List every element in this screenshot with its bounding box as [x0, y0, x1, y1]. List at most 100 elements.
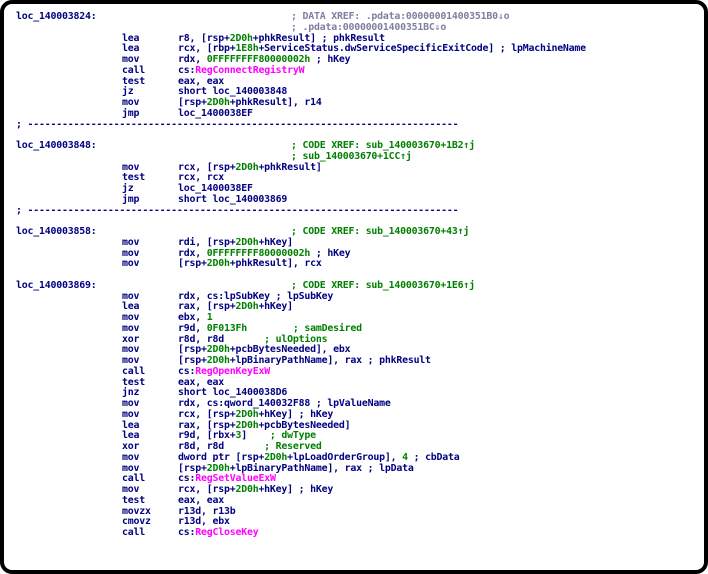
operand-token: r13d, r13b [178, 505, 236, 517]
operands[interactable]: rcx, [rbp+1E8h+ServiceStatus.dwServiceSp… [178, 43, 586, 55]
operands[interactable]: r13d, ebx [178, 516, 230, 528]
xref-comment[interactable]: ; CODE XREF: sub_140003670+1B2↑j [291, 140, 475, 152]
xref-comment[interactable]: ; DATA XREF: .pdata:00000001400351B0⇓o [291, 11, 510, 23]
mnemonic[interactable]: mov [122, 344, 140, 356]
instruction-line: call cs:RegOpenKeyExW [16, 365, 696, 378]
mnemonic[interactable]: mov [122, 398, 140, 409]
mnemonic[interactable]: lea [122, 43, 140, 55]
operands[interactable]: loc_1400038EF [178, 183, 253, 195]
operands[interactable]: short loc_140003848 [178, 86, 287, 98]
operands[interactable]: rax, [rsp+2D0h+pcbBytesNeeded] [178, 420, 351, 432]
mnemonic[interactable]: jmp [122, 193, 140, 205]
mnemonic[interactable]: mov [122, 355, 140, 366]
operand-token: eax, eax [178, 494, 224, 506]
instruction-line: mov dword ptr [rsp+2D0h+lpLoadOrderGroup]… [16, 451, 696, 464]
operands[interactable]: ebx, 1 [178, 312, 213, 324]
mnemonic[interactable]: jz [122, 183, 134, 194]
mnemonic[interactable]: call [122, 527, 145, 538]
mnemonic[interactable]: call [122, 64, 145, 76]
mnemonic[interactable]: xor [122, 441, 140, 452]
operands[interactable]: rdx, 0FFFFFFFF80000002h ; hKey [178, 54, 351, 66]
operands[interactable]: rdx, cs:qword_140032F88 ; lpValueName [178, 398, 391, 410]
operands[interactable]: r9d, [rbx+3] ; dwType [178, 430, 316, 442]
mnemonic[interactable]: call [122, 365, 145, 377]
xref-comment[interactable]: ; CODE XREF: sub_140003670+1E6↑j [291, 280, 475, 292]
mnemonic[interactable]: mov [122, 312, 140, 323]
operands[interactable]: eax, eax [178, 494, 224, 507]
mnemonic[interactable]: test [122, 75, 145, 87]
operands[interactable]: cs:RegSetValueExW [178, 473, 276, 485]
mnemonic[interactable]: mov [122, 462, 140, 474]
mnemonic[interactable]: lea [122, 32, 140, 44]
mnemonic[interactable]: test [122, 494, 145, 506]
operands[interactable]: r8, [rsp+2D0h+phkResult] ; phkResult [178, 33, 385, 45]
xref-comment[interactable]: ; sub_140003670+1CC↑j [291, 151, 412, 163]
code-label[interactable]: loc_140003824: [16, 11, 97, 22]
operands[interactable]: [rsp+2D0h+lpBinaryPathName], rax ; lpDat… [178, 463, 414, 475]
operands[interactable]: [rsp+2D0h+phkResult], rcx [178, 258, 322, 270]
xref-text: ; DATA XREF: .pdata:00000001400351B0⇓o [291, 11, 510, 22]
operands[interactable]: short loc_140003869 [178, 194, 287, 206]
operands[interactable]: loc_1400038EF [178, 107, 253, 120]
mnemonic[interactable]: cmovz [122, 516, 151, 528]
xref-comment[interactable]: ; CODE XREF: sub_140003670+43↑j [291, 226, 469, 238]
operands[interactable]: r8d, r8d ; ulOptions [178, 334, 328, 346]
code-label[interactable]: loc_140003848: [16, 140, 97, 151]
mnemonic[interactable]: jnz [122, 387, 140, 399]
instruction-line: mov rcx, [rsp+2D0h+phkResult] [16, 161, 696, 174]
mnemonic[interactable]: jz [122, 86, 134, 98]
operands[interactable]: dword ptr [rsp+2D0h+lpLoadOrderGroup], 4… [178, 452, 460, 464]
operand-token: 3 [235, 430, 242, 442]
mnemonic[interactable]: mov [122, 322, 140, 334]
mnemonic[interactable]: lea [122, 430, 140, 442]
operands[interactable]: [rsp+2D0h+phkResult], r14 [178, 97, 322, 109]
xref-comment[interactable]: ; .pdata:00000001400351BC⇓o [291, 22, 446, 34]
operand-token: loc_1400038EF [178, 107, 253, 119]
operands[interactable]: [rsp+2D0h+pcbBytesNeeded], ebx [178, 344, 351, 356]
instruction-line: cmovz r13d, ebx [16, 516, 696, 528]
operands[interactable]: cs:RegOpenKeyExW [178, 366, 270, 378]
mnemonic[interactable]: movzx [122, 505, 151, 517]
operands[interactable]: r8d, r8d ; Reserved [178, 441, 322, 453]
mnemonic[interactable]: mov [122, 258, 140, 270]
mnemonic[interactable]: mov [122, 161, 140, 173]
operands[interactable]: rcx, [rsp+2D0h+phkResult] [178, 162, 322, 174]
mnemonic[interactable]: test [122, 172, 145, 184]
operands[interactable]: r13d, r13b [178, 505, 236, 518]
code-label-line: loc_140003848: ; CODE XREF: sub_140003670… [16, 140, 696, 152]
operands[interactable]: rax, [rsp+2D0h+hKey] [178, 301, 293, 313]
mnemonic[interactable]: mov [122, 247, 140, 259]
disassembly-listing[interactable]: loc_140003824: ; DATA XREF: .pdata:000000… [16, 11, 696, 539]
mnemonic[interactable]: mov [122, 54, 140, 65]
mnemonic[interactable]: call [122, 473, 145, 485]
mnemonic[interactable]: lea [122, 419, 140, 431]
operands[interactable]: eax, eax [178, 76, 224, 88]
mnemonic[interactable]: mov [122, 408, 140, 420]
mnemonic[interactable]: mov [122, 484, 140, 495]
operands[interactable]: rcx, [rsp+2D0h+hKey] ; hKey [178, 484, 333, 496]
operands[interactable]: short loc_1400038D6 [178, 387, 287, 399]
code-label[interactable]: loc_140003869: [16, 279, 97, 291]
operands[interactable]: rdi, [rsp+2D0h+hKey] [178, 237, 293, 249]
operands[interactable]: rcx, [rsp+2D0h+hKey] ; hKey [178, 409, 333, 421]
mnemonic[interactable]: xor [122, 333, 140, 345]
instruction-line: mov rdx, 0FFFFFFFF80000002h ; hKey [16, 247, 696, 260]
mnemonic[interactable]: lea [122, 301, 140, 313]
operands[interactable]: rdx, 0FFFFFFFF80000002h ; hKey [178, 248, 351, 260]
operands[interactable]: rcx, rcx [178, 172, 224, 184]
mnemonic[interactable]: mov [122, 451, 140, 463]
mnemonic[interactable]: mov [122, 290, 140, 302]
mnemonic[interactable]: jmp [122, 107, 140, 119]
operands[interactable]: rdx, cs:lpSubKey ; lpSubKey [178, 291, 333, 303]
mnemonic[interactable]: mov [122, 236, 140, 248]
operands[interactable]: r9d, 0F013Fh ; samDesired [178, 323, 362, 335]
operands[interactable]: [rsp+2D0h+lpBinaryPathName], rax ; phkRe… [178, 355, 431, 367]
mnemonic[interactable]: mov [122, 97, 140, 108]
operand-token: 2D0h [235, 301, 259, 313]
operands[interactable]: cs:RegCloseKey [178, 527, 259, 539]
mnemonic[interactable]: test [122, 376, 145, 388]
code-label[interactable]: loc_140003858: [16, 226, 97, 237]
instruction-line: jz loc_1400038EF [16, 183, 696, 195]
operands[interactable]: eax, eax [178, 377, 224, 389]
operands[interactable]: cs:RegConnectRegistryW [178, 65, 305, 77]
